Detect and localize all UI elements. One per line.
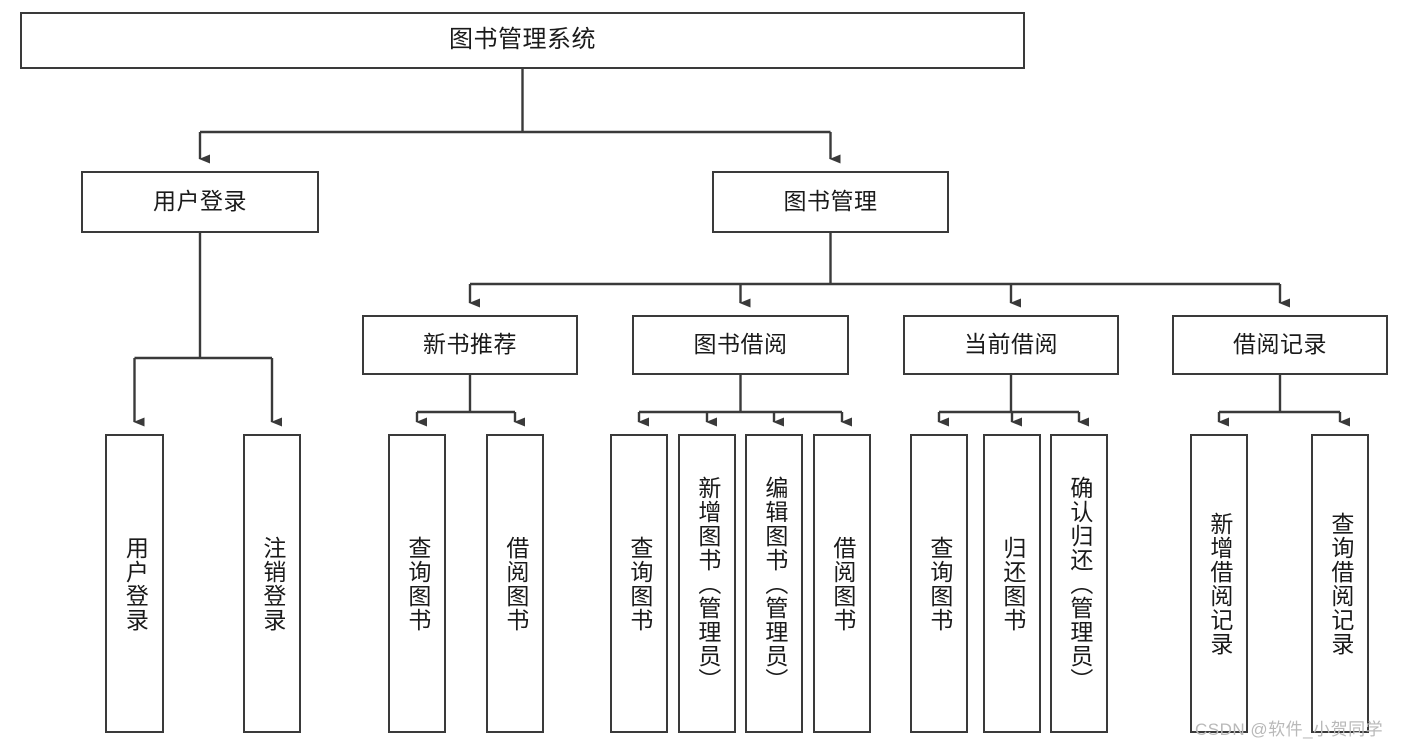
node-label: 查询借阅记录 — [1327, 511, 1354, 656]
node-leaf-query-borrow-record[interactable]: 查询借阅记录 — [1311, 434, 1369, 733]
node-label: 编辑图书（管理员） — [761, 475, 788, 692]
node-book-manage[interactable]: 图书管理 — [712, 171, 949, 233]
node-current-borrow[interactable]: 当前借阅 — [903, 315, 1119, 375]
node-label: 借阅图书 — [502, 535, 529, 632]
node-new-book-recommend[interactable]: 新书推荐 — [362, 315, 578, 375]
node-label: 新增借阅记录 — [1206, 511, 1233, 656]
node-leaf-query-book-1[interactable]: 查询图书 — [388, 434, 446, 733]
node-label: 图书借阅 — [693, 331, 788, 358]
node-leaf-add-book[interactable]: 新增图书（管理员） — [678, 434, 736, 733]
node-label: 图书管理 — [783, 188, 878, 215]
node-leaf-edit-book[interactable]: 编辑图书（管理员） — [745, 434, 803, 733]
node-root[interactable]: 图书管理系统 — [20, 12, 1025, 69]
node-borrow-record[interactable]: 借阅记录 — [1172, 315, 1388, 375]
node-label: 用户登录 — [122, 535, 149, 632]
node-leaf-borrow-book-2[interactable]: 借阅图书 — [813, 434, 871, 733]
node-label: 新书推荐 — [423, 331, 517, 358]
node-leaf-borrow-book-1[interactable]: 借阅图书 — [486, 434, 544, 733]
node-leaf-query-book-2[interactable]: 查询图书 — [610, 434, 668, 733]
node-leaf-return-book[interactable]: 归还图书 — [983, 434, 1041, 733]
node-label: 借阅记录 — [1233, 331, 1327, 358]
node-label: 确认归还（管理员） — [1066, 475, 1093, 692]
node-label: 新增图书（管理员） — [694, 475, 721, 692]
node-label: 当前借阅 — [964, 331, 1058, 358]
node-leaf-logout-login[interactable]: 注销登录 — [243, 434, 301, 733]
node-label: 查询图书 — [404, 535, 431, 632]
node-label: 借阅图书 — [829, 535, 856, 632]
node-leaf-add-borrow-record[interactable]: 新增借阅记录 — [1190, 434, 1248, 733]
csdn-watermark: CSDN @软件_小贺同学 — [1195, 720, 1384, 739]
node-user-login[interactable]: 用户登录 — [81, 171, 319, 233]
node-leaf-query-book-3[interactable]: 查询图书 — [910, 434, 968, 733]
node-label: 归还图书 — [999, 535, 1026, 632]
node-label: 注销登录 — [259, 535, 286, 632]
node-book-borrow[interactable]: 图书借阅 — [632, 315, 849, 375]
node-label: 用户登录 — [153, 188, 247, 215]
node-label: 查询图书 — [626, 535, 653, 632]
node-label: 查询图书 — [926, 535, 953, 632]
node-label: 图书管理系统 — [449, 26, 596, 54]
node-leaf-user-login[interactable]: 用户登录 — [105, 434, 164, 733]
node-leaf-confirm-return[interactable]: 确认归还（管理员） — [1050, 434, 1108, 733]
